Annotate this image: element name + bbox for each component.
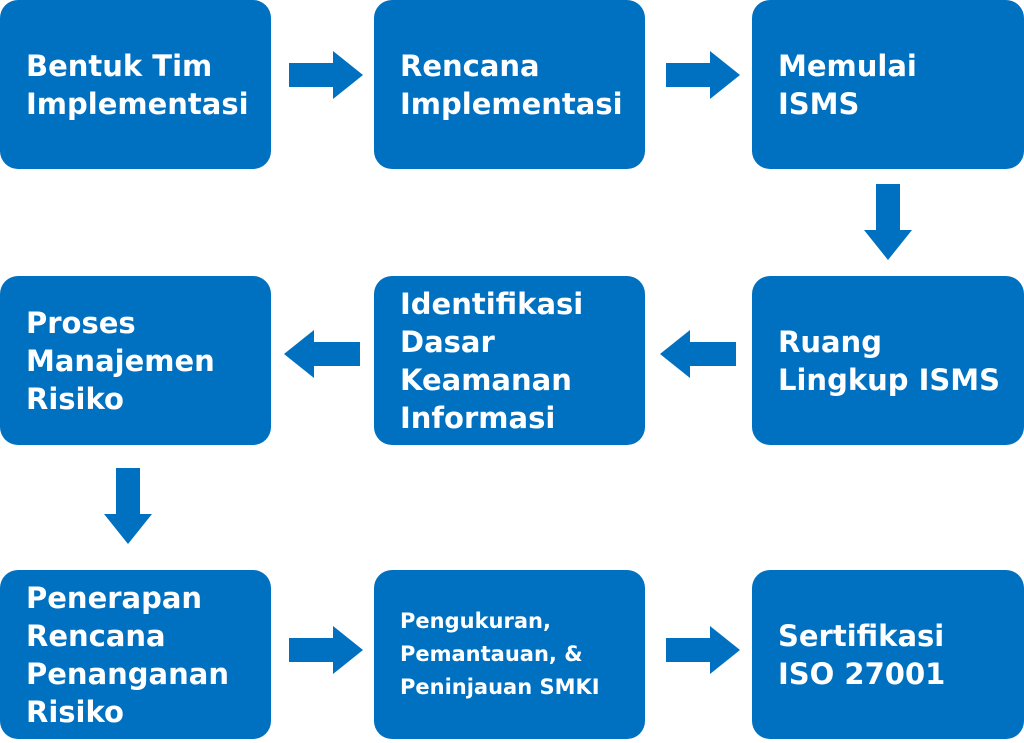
step-proses-manajemen-risiko: Proses Manajemen Risiko xyxy=(0,276,271,445)
arrow-right-icon xyxy=(289,626,363,674)
step-label: Identifikasi Dasar Keamanan Informasi xyxy=(400,286,584,435)
step-sertifikasi-iso-27001: Sertifikasi ISO 27001 xyxy=(752,570,1024,739)
step-penerapan-rencana-penanganan-risiko: Penerapan Rencana Penanganan Risiko xyxy=(0,570,271,739)
step-label: Pengukuran, Pemantauan, & Peninjauan SMK… xyxy=(400,609,600,699)
step-label: Ruang Lingkup ISMS xyxy=(778,324,1001,397)
arrow-down-icon xyxy=(864,184,912,260)
step-label: Penerapan Rencana Penanganan Risiko xyxy=(26,580,229,729)
step-label: Proses Manajemen Risiko xyxy=(26,305,215,416)
step-ruang-lingkup-isms: Ruang Lingkup ISMS xyxy=(752,276,1024,445)
arrow-right-icon xyxy=(666,51,740,99)
step-label: Sertifikasi ISO 27001 xyxy=(778,618,946,691)
step-identifikasi-dasar-keamanan-informasi: Identifikasi Dasar Keamanan Informasi xyxy=(374,276,645,445)
step-pengukuran-pemantauan-peninjauan: Pengukuran, Pemantauan, & Peninjauan SMK… xyxy=(374,570,645,739)
arrow-right-icon xyxy=(289,51,363,99)
arrow-left-icon xyxy=(660,330,736,378)
step-label: Bentuk Tim Implementasi xyxy=(26,48,249,121)
arrow-right-icon xyxy=(666,626,740,674)
arrow-left-icon xyxy=(284,330,360,378)
step-rencana-implementasi: Rencana Implementasi xyxy=(374,0,645,169)
step-label: Rencana Implementasi xyxy=(400,48,623,121)
step-memulai-isms: Memulai ISMS xyxy=(752,0,1024,169)
step-label: Memulai ISMS xyxy=(778,48,917,121)
step-bentuk-tim-implementasi: Bentuk Tim Implementasi xyxy=(0,0,271,169)
arrow-down-icon xyxy=(104,468,152,544)
